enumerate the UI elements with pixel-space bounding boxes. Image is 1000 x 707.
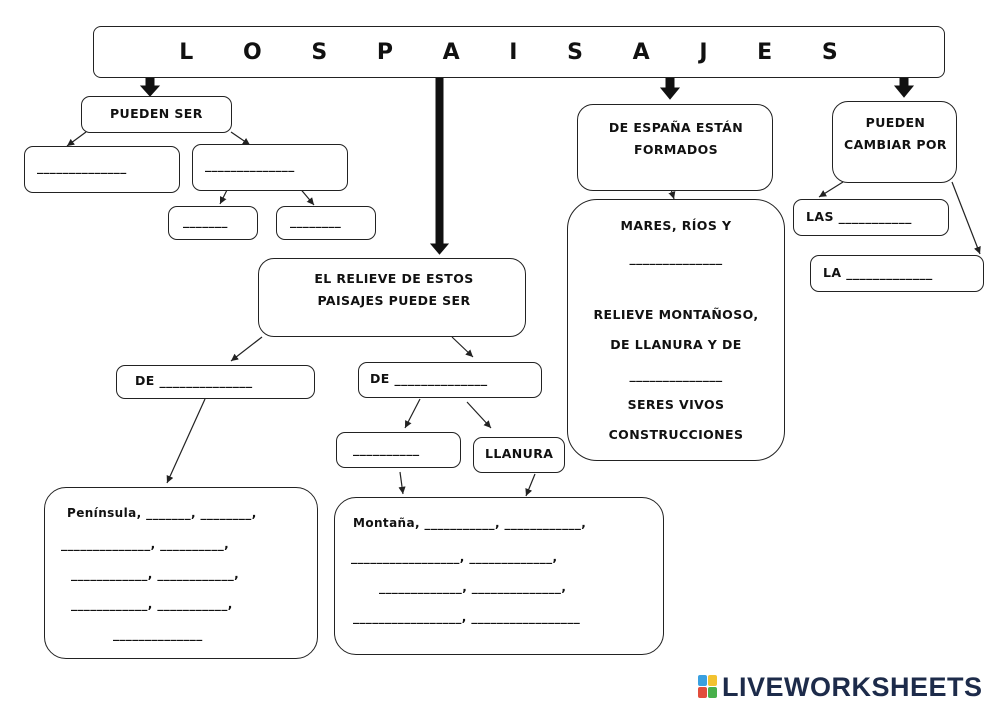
spain-item-3: RELIEVE MONTAÑOSO, [593, 307, 759, 322]
de-left-label: DE ______________ [135, 373, 253, 388]
relieve-box: EL RELIEVE DE ESTOS PAISAJES PUEDE SER [258, 258, 526, 337]
left-blank: ______________ [37, 160, 127, 174]
montana-line-2: _____________, ______________, [379, 580, 567, 594]
pueden-ser-box: PUEDEN SER [81, 96, 232, 133]
right-blank-box[interactable]: ______________ [192, 144, 348, 191]
spain-label: DE ESPAÑA ESTÁN FORMADOS [608, 120, 744, 157]
pueden-ser-label: PUEDEN SER [110, 106, 203, 121]
spain-items-box[interactable]: MARES, RÍOS Y ______________ RELIEVE MON… [567, 199, 785, 461]
la-box[interactable]: LA _____________ [810, 255, 984, 292]
peninsula-line-2: ____________, ____________, [71, 567, 240, 581]
brand-name: LIVEWORKSHEETS [722, 671, 983, 702]
relieve-label: EL RELIEVE DE ESTOS PAISAJES PUEDE SER [314, 271, 474, 308]
cambiar-label: PUEDEN CAMBIAR POR [844, 115, 947, 152]
small-blank-2: ________ [290, 214, 342, 228]
spain-item-2: ______________ [629, 250, 723, 265]
title-box: L O S P A I S A J E S [93, 26, 945, 78]
spain-item-1: MARES, RÍOS Y [620, 218, 732, 233]
la-label: LA _____________ [823, 265, 933, 280]
blank-box[interactable]: __________ [336, 432, 461, 468]
peninsula-text: Península, _______, ________, [67, 506, 257, 520]
llanura-box: LLANURA [473, 437, 565, 473]
spain-item-6: SERES VIVOS [627, 397, 725, 412]
montana-box[interactable]: Montaña, ___________, ____________, ____… [334, 497, 664, 655]
liveworksheets-icon [698, 675, 718, 699]
montana-text: Montaña, ___________, ____________, [353, 516, 587, 530]
small-blank-box-2[interactable]: ________ [276, 206, 376, 240]
blank-box-text: __________ [353, 441, 420, 456]
de-right-box[interactable]: DE ______________ [358, 362, 542, 398]
spain-box: DE ESPAÑA ESTÁN FORMADOS [577, 104, 773, 191]
page-title: L O S P A I S A J E S [179, 39, 859, 65]
cambiar-box: PUEDEN CAMBIAR POR [832, 101, 957, 183]
peninsula-line-1: ______________, __________, [61, 537, 230, 551]
spain-item-5: ______________ [629, 367, 723, 382]
title-arrows [139, 77, 915, 255]
de-right-label: DE ______________ [370, 371, 488, 386]
peninsula-box[interactable]: Península, _______, ________, __________… [44, 487, 318, 659]
spain-item-4: DE LLANURA Y DE [610, 337, 742, 352]
montana-line-1: _________________, _____________, [351, 550, 558, 564]
llanura-label: LLANURA [485, 446, 554, 461]
de-left-box[interactable]: DE ______________ [116, 365, 315, 399]
left-blank-box[interactable]: ______________ [24, 146, 180, 193]
montana-line-3: _________________, _________________ [353, 610, 581, 624]
peninsula-line-3: ____________, ___________, [71, 597, 233, 611]
las-box[interactable]: LAS ___________ [793, 199, 949, 236]
las-label: LAS ___________ [806, 209, 912, 224]
small-blank-1: _______ [183, 214, 228, 228]
liveworksheets-logo: LIVEWORKSHEETS [698, 671, 983, 702]
peninsula-line-4: ______________ [113, 627, 203, 641]
right-blank: ______________ [205, 158, 295, 172]
spain-item-7: CONSTRUCCIONES [608, 427, 744, 442]
small-blank-box-1[interactable]: _______ [168, 206, 258, 240]
